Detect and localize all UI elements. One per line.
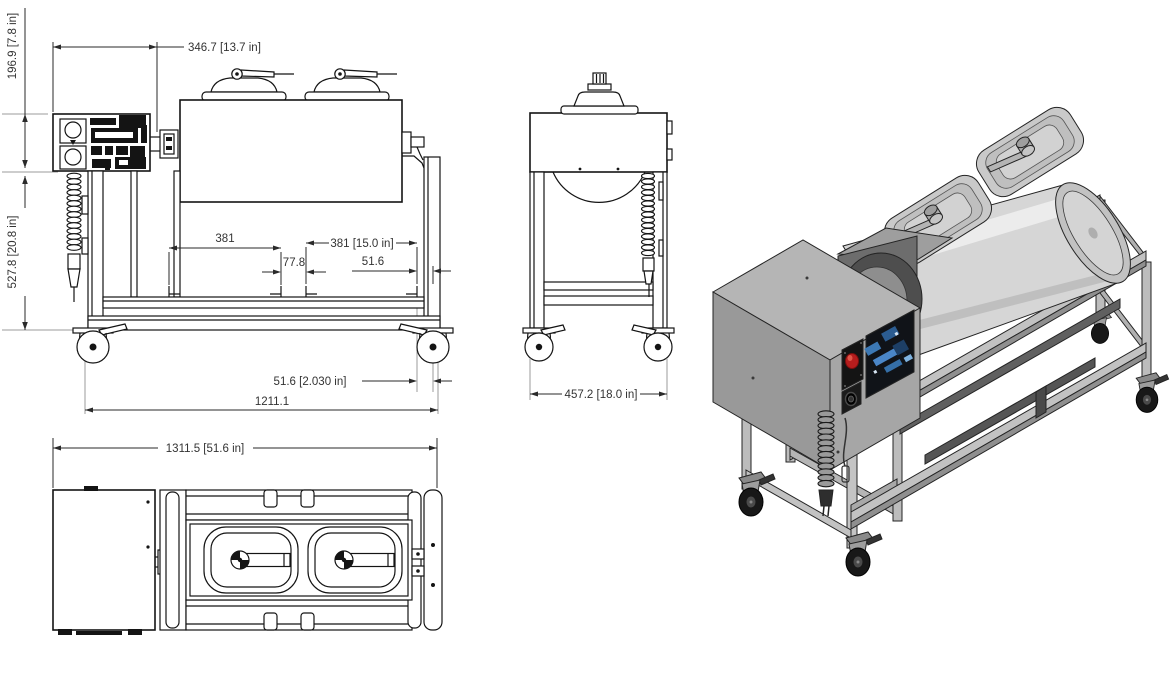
dim-support-gap: 77.8 — [283, 257, 305, 269]
front-lid-right — [304, 68, 397, 102]
caster-front-right — [398, 323, 454, 364]
caster-side-right — [631, 324, 675, 362]
power-connector — [841, 381, 862, 415]
iso-caster-left — [738, 471, 776, 517]
isometric-view — [712, 106, 1170, 577]
iso-caster-right — [1135, 372, 1170, 413]
dim-caster-offset: 51.6 [2.030 in] — [274, 376, 347, 388]
estop-button — [841, 338, 864, 391]
cart-frame-top — [159, 489, 443, 631]
iso-caster-front — [845, 531, 883, 577]
knob-icon — [64, 148, 82, 166]
dim-overall-width: 1211.1 — [255, 396, 289, 408]
front-view: 196.9 [7.8 in] 346.7 [13.7 in] 527.8 [20… — [2, 8, 454, 414]
top-view: 1311.5 [51.6 in] — [52, 438, 443, 635]
iso-control-box — [712, 239, 921, 471]
dim-support-span-left: 381 — [215, 233, 234, 245]
control-box-front — [52, 113, 151, 172]
dim-box-height: 196.9 [7.8 in] — [7, 13, 19, 80]
dim-support-offset: 51.6 — [362, 256, 384, 268]
drum-top — [185, 519, 425, 601]
side-view: 457.2 [18.0 in] — [522, 72, 675, 401]
drive-coupling — [150, 129, 179, 159]
dim-support-span-right: 381 [15.0 in] — [330, 238, 393, 250]
label-panel — [90, 115, 147, 170]
support-tab — [406, 286, 418, 297]
dim-frame-height: 527.8 [20.8 in] — [7, 216, 19, 289]
plug-icon — [642, 257, 655, 272]
caster-side-left — [522, 324, 566, 362]
control-box-top — [52, 486, 156, 635]
support-tab — [270, 286, 282, 297]
drum-fitting — [401, 131, 425, 169]
drum-arc-bottom — [552, 171, 646, 204]
knob-icon — [64, 121, 82, 139]
drum-body-front — [179, 99, 403, 203]
control-panel — [864, 309, 915, 399]
support-tab — [168, 286, 180, 297]
front-lid-left — [201, 68, 294, 102]
housing-side — [529, 112, 668, 173]
cart-frame-side — [529, 171, 668, 329]
iso-lid-far — [975, 106, 1085, 198]
power-cord-front — [66, 172, 89, 302]
plug-icon — [67, 253, 81, 270]
lid-side — [560, 72, 639, 115]
power-cord-side — [640, 172, 656, 297]
support-tab — [305, 286, 317, 297]
dim-overall-depth: 457.2 [18.0 in] — [565, 389, 638, 401]
lid-handle — [334, 550, 395, 570]
iso-power-cord — [817, 410, 850, 517]
dim-overall-length: 1311.5 [51.6 in] — [166, 443, 244, 455]
front-dimensions: 196.9 [7.8 in] 346.7 [13.7 in] 527.8 [20… — [7, 8, 452, 413]
dim-box-width: 346.7 [13.7 in] — [188, 42, 261, 54]
side-dimensions: 457.2 [18.0 in] — [529, 358, 668, 401]
caster-front-left — [72, 323, 128, 364]
top-dimensions: 1311.5 [51.6 in] — [52, 438, 438, 488]
cart-frame-front — [87, 156, 441, 331]
lid-handle — [230, 550, 291, 570]
